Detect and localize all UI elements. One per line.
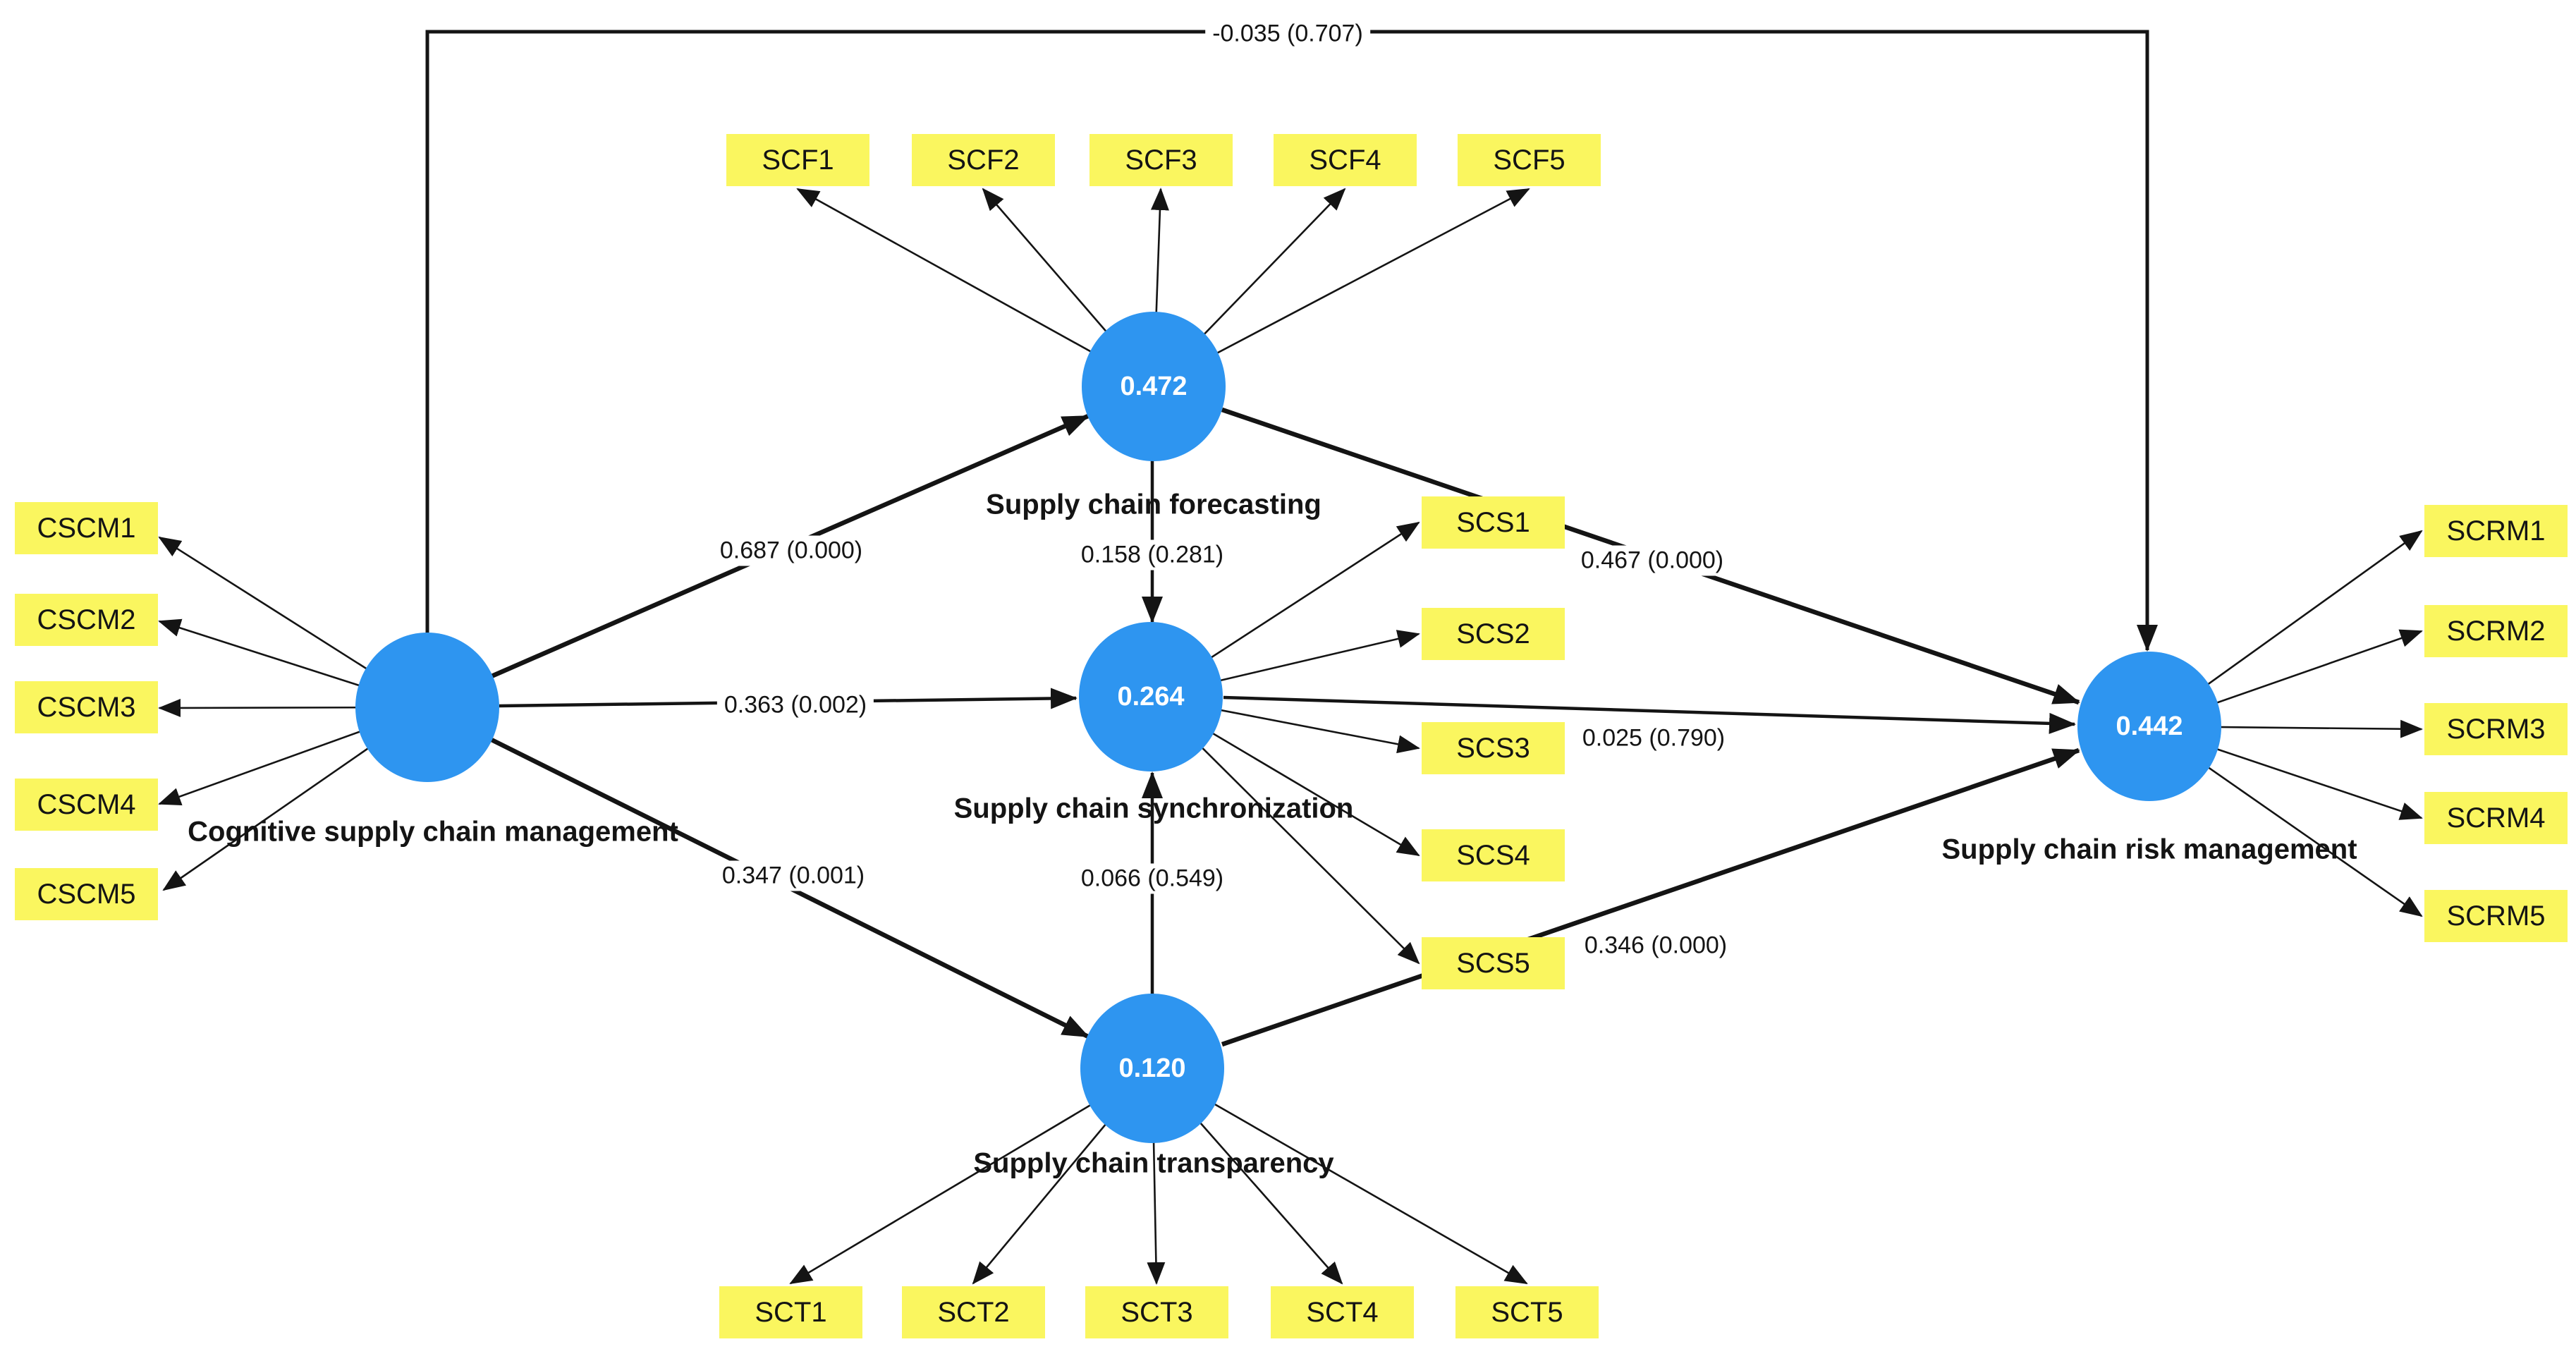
indicator-scf1[interactable]: SCF1 — [726, 134, 869, 186]
path-label-sct-scs: 0.066 (0.549) — [1073, 863, 1231, 894]
indicator-cscm3[interactable]: CSCM3 — [15, 681, 158, 733]
path-label-cscm-scf: 0.687 (0.000) — [712, 535, 870, 566]
path-scs-scrm-line — [1223, 695, 2076, 734]
indicator-cscm5[interactable]: CSCM5 — [15, 868, 158, 920]
indicator-sct2[interactable]: SCT2 — [902, 1286, 1045, 1338]
construct-scs-label: Supply chain synchronization — [953, 793, 1354, 824]
path-sct-scrm-line — [1221, 747, 2080, 1047]
path-label-cscm-sct: 0.347 (0.001) — [714, 860, 872, 891]
indicator-scf4[interactable]: SCF4 — [1274, 134, 1417, 186]
indicator-sct1[interactable]: SCT1 — [719, 1286, 862, 1338]
indicator-cscm4[interactable]: CSCM4 — [15, 779, 158, 831]
indicator-scs1[interactable]: SCS1 — [1422, 496, 1565, 549]
path-label-sct-scrm: 0.346 (0.000) — [1577, 930, 1735, 961]
indicator-scrm4[interactable]: SCRM4 — [2424, 792, 2568, 844]
indicator-scs3[interactable]: SCS3 — [1422, 722, 1565, 774]
construct-sct-label: Supply chain transparency — [973, 1147, 1334, 1179]
indicator-cscm2[interactable]: CSCM2 — [15, 594, 158, 646]
construct-scrm[interactable]: 0.442 — [2077, 652, 2221, 801]
construct-scs[interactable]: 0.264 — [1079, 622, 1223, 771]
indicator-scs2[interactable]: SCS2 — [1422, 608, 1565, 660]
path-label-scf-scrm: 0.467 (0.000) — [1573, 545, 1731, 576]
construct-cscm-label: Cognitive supply chain management — [188, 816, 678, 848]
construct-scs-value: 0.264 — [1117, 681, 1185, 712]
path-label-scf-scs: 0.158 (0.281) — [1073, 539, 1231, 570]
construct-scf-label: Supply chain forecasting — [986, 489, 1321, 520]
path-cscm-scrm-line — [425, 30, 2158, 652]
indicator-scrm1[interactable]: SCRM1 — [2424, 505, 2568, 557]
indicator-scs4[interactable]: SCS4 — [1422, 829, 1565, 881]
indicator-scf5[interactable]: SCF5 — [1458, 134, 1601, 186]
indicator-sct4[interactable]: SCT4 — [1271, 1286, 1414, 1338]
construct-sct-value: 0.120 — [1118, 1053, 1186, 1083]
construct-scf[interactable]: 0.472 — [1082, 312, 1226, 461]
construct-sct[interactable]: 0.120 — [1080, 994, 1224, 1143]
construct-scrm-value: 0.442 — [2116, 711, 2183, 741]
construct-cscm[interactable] — [355, 633, 499, 782]
indicator-sct3[interactable]: SCT3 — [1085, 1286, 1228, 1338]
indicator-scf3[interactable]: SCF3 — [1089, 134, 1233, 186]
path-label-cscm-scs: 0.363 (0.002) — [716, 690, 874, 721]
indicator-scf2[interactable]: SCF2 — [912, 134, 1055, 186]
indicator-scrm3[interactable]: SCRM3 — [2424, 703, 2568, 755]
construct-scf-value: 0.472 — [1120, 371, 1188, 401]
construct-scrm-label: Supply chain risk management — [1941, 834, 2357, 865]
indicator-sct5[interactable]: SCT5 — [1455, 1286, 1599, 1338]
indicator-cscm1[interactable]: CSCM1 — [15, 502, 158, 554]
path-label-scs-scrm: 0.025 (0.790) — [1575, 723, 1733, 754]
indicator-scrm2[interactable]: SCRM2 — [2424, 605, 2568, 657]
indicator-scrm5[interactable]: SCRM5 — [2424, 890, 2568, 942]
path-label-cscm-scrm: -0.035 (0.707) — [1205, 18, 1370, 49]
indicator-scs5[interactable]: SCS5 — [1422, 937, 1565, 989]
